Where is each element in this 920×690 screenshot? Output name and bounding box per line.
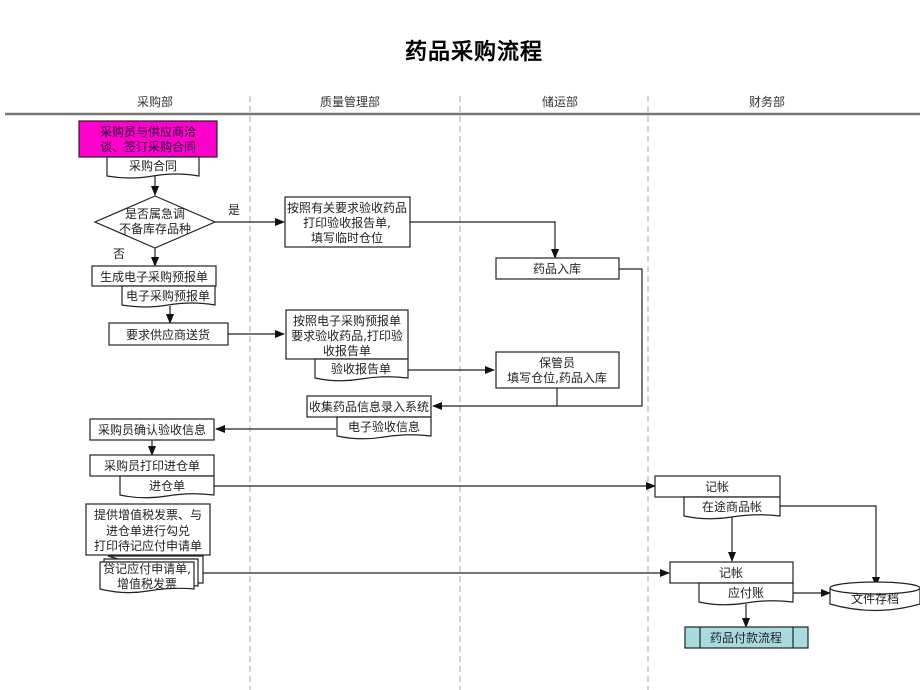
document-contract[interactable]: 采购合同 (106, 156, 200, 179)
node-text: 药品入库 (533, 261, 581, 276)
lane-label-purchasing: 采购部 (137, 94, 173, 109)
node-payment-flow[interactable]: 药品付款流程 (684, 626, 809, 649)
node-inspect-normal[interactable]: 按照电子采购预报单 要求验收药品,打印验 收报告单 (285, 309, 409, 360)
document-e-inspection[interactable]: 电子验收信息 (336, 416, 432, 440)
node-text: 填写仓位,药品入库 (507, 370, 607, 385)
lane-label-quality: 质量管理部 (320, 94, 380, 109)
arrow (432, 268, 643, 410)
no-label: 否 (113, 247, 125, 261)
document-shape (106, 156, 200, 179)
lane-label-finance: 财务部 (749, 94, 785, 109)
node-text: 电子采购预报单 (126, 288, 210, 303)
node-text: 收报告单 (323, 343, 371, 358)
node-collect-info[interactable]: 收集药品信息录入系统 (306, 395, 432, 418)
document-shape (698, 582, 794, 606)
node-text: 药品付款流程 (710, 630, 782, 645)
node-text: 谈、签订采购合同 (100, 139, 196, 154)
process-box (108, 322, 229, 346)
node-text: 电子验收信息 (348, 419, 420, 434)
document-shape (119, 475, 215, 499)
node-text: 增值税发票 (117, 576, 177, 591)
node-archive[interactable]: 文件存档 (829, 581, 920, 612)
document-shape (314, 358, 409, 382)
node-text: 在途商品帐 (702, 499, 762, 514)
node-text: 不备库存品种 (119, 221, 191, 236)
node-text: 要求验收药品,打印验 (291, 328, 403, 343)
node-text: 进仓单进行勾兑 (106, 524, 190, 538)
document-receipt[interactable]: 进仓单 (119, 475, 215, 499)
node-text: 采购员与供应商洽 (100, 124, 196, 139)
node-text: 记帐 (719, 565, 743, 580)
node-record-transit[interactable]: 记帐 (654, 475, 781, 498)
process-box (285, 309, 409, 360)
document-shape (336, 416, 432, 440)
node-request-delivery[interactable]: 要求供应商送货 (108, 322, 229, 346)
node-text: 进仓单 (149, 479, 185, 493)
subprocess-box (684, 626, 809, 649)
node-text: 采购员打印进仓单 (104, 458, 200, 473)
node-text: 要求供应商送货 (126, 327, 210, 342)
node-text: 填写临时仓位 (311, 230, 383, 245)
process-box (495, 257, 620, 280)
node-confirm-info[interactable]: 采购员确认验收信息 (89, 418, 215, 441)
node-inspect-urgent[interactable]: 按照有关要求验收药品 打印验收报告单, 填写临时仓位 (284, 196, 411, 248)
node-text: 打印验收报告单, (303, 215, 391, 230)
node-record-payable[interactable]: 记帐 (669, 561, 794, 584)
node-invoice-task[interactable]: 提供增值税发票、与 进仓单进行勾兑 打印待记应付申请单 (85, 503, 211, 556)
connectors (148, 176, 880, 628)
document-transit-ledger[interactable]: 在途商品帐 (683, 496, 781, 520)
node-text: 按照电子采购预报单 (293, 313, 401, 328)
node-text: 保管员 (539, 355, 575, 370)
document-inspection-report[interactable]: 验收报告单 (314, 358, 409, 382)
document-payable-ledger[interactable]: 应付账 (698, 582, 794, 606)
document-shape (121, 285, 216, 308)
node-keeper[interactable]: 保管员 填写仓位,药品入库 (495, 351, 620, 389)
archive-cylinder-top (829, 581, 920, 595)
node-text: 应付账 (728, 585, 764, 600)
process-box (284, 196, 411, 248)
document-invoices-multi[interactable]: 贷记应付申请单, 增值税发票 (99, 555, 204, 594)
decision-diamond (93, 195, 217, 249)
node-text: 收集药品信息录入系统 (309, 399, 429, 414)
node-text: 按照有关要求验收药品 (287, 200, 407, 215)
start-process-box (78, 120, 218, 158)
node-text: 采购员确认验收信息 (98, 422, 206, 437)
node-negotiate[interactable]: 采购员与供应商洽 谈、签订采购合同 (78, 120, 218, 158)
process-box (85, 503, 211, 556)
node-text: 贷记应付申请单, (103, 561, 191, 576)
arrow (780, 505, 880, 587)
node-text: 文件存档 (851, 591, 899, 606)
process-box (495, 351, 620, 389)
node-text: 是否属急调 (125, 206, 185, 221)
node-text: 采购合同 (129, 158, 177, 173)
node-print-receipt[interactable]: 采购员打印进仓单 (89, 454, 215, 477)
node-text: 验收报告单 (331, 361, 391, 376)
node-text: 打印待记应付申请单 (94, 538, 202, 553)
document-prereport[interactable]: 电子采购预报单 (121, 285, 216, 308)
node-text: 记帐 (705, 479, 729, 494)
page-title: 药品采购流程 (404, 40, 543, 65)
yes-label: 是 (228, 203, 240, 217)
swimlane-header: 采购部 质量管理部 储运部 财务部 (5, 94, 920, 690)
node-warehouse-in[interactable]: 药品入库 (495, 257, 620, 280)
node-generate-prereport[interactable]: 生成电子采购预报单 (91, 265, 217, 287)
node-text: 生成电子采购预报单 (100, 269, 208, 284)
document-shape (683, 496, 781, 520)
process-box (89, 418, 215, 441)
arrow (410, 221, 559, 259)
document-shape (99, 561, 195, 594)
node-text: 提供增值税发票、与 (94, 507, 202, 522)
lane-label-logistics: 储运部 (542, 94, 578, 109)
decision-urgent[interactable]: 是否属急调 不备库存品种 (93, 195, 217, 249)
